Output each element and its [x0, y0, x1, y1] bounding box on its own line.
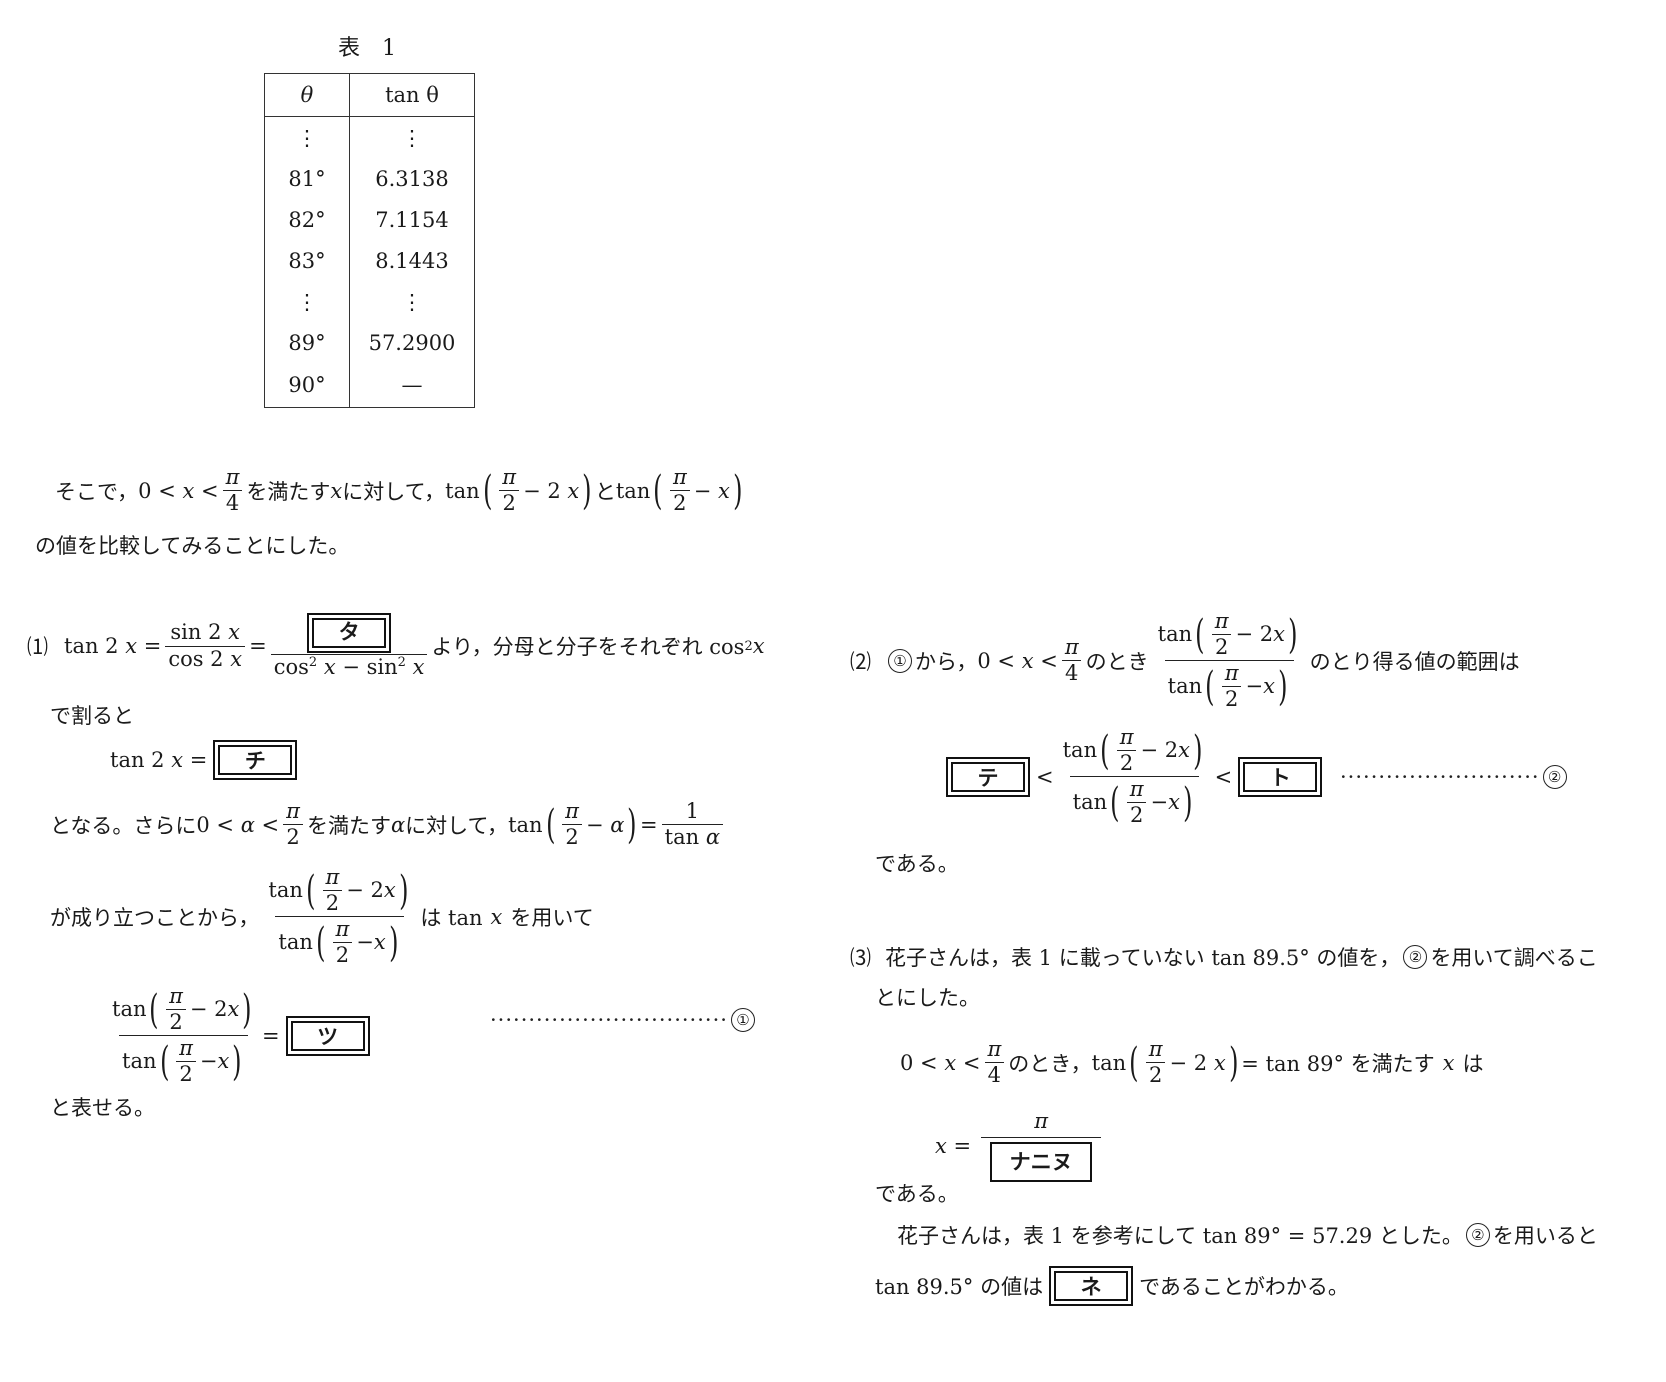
q1-text: に対して， — [405, 813, 509, 838]
table-cell: ⋮ — [264, 281, 350, 322]
answer-box-to[interactable]: ト — [1238, 756, 1323, 797]
answer-box-chi[interactable]: チ — [213, 740, 298, 780]
intro-text: そこで， — [55, 479, 139, 504]
q3-text: は — [1462, 1051, 1484, 1076]
table-cell: 57.2900 — [368, 330, 456, 355]
q3-text: であることがわかる。 — [1139, 1275, 1349, 1299]
q1-text: を満たす — [306, 813, 391, 838]
q3-x-eq: x = π ナニヌ — [935, 1109, 1105, 1183]
answer-box-label: ネ — [1054, 1271, 1129, 1301]
q3-line-1: ⑶ 花子さんは，表 1 に載っていない tan 89.5° の値を， ② を用い… — [850, 942, 1598, 972]
answer-box-ne[interactable]: ネ — [1049, 1266, 1134, 1306]
table-cell: 90° — [264, 363, 350, 408]
eq-ref-1: ·······························① — [490, 1008, 758, 1032]
table-cell: 8.1443 — [375, 248, 449, 273]
answer-box-te[interactable]: テ — [946, 756, 1030, 797]
table-cell: ⋮ — [401, 125, 423, 150]
answer-box-label: タ — [312, 618, 387, 648]
answer-box-label: テ — [951, 761, 1025, 792]
q3-text: を用いると — [1492, 1224, 1598, 1248]
q2-text: から， — [915, 649, 978, 674]
table-row: 90° — — [264, 363, 475, 408]
caption-label: 表 — [338, 36, 361, 61]
intro-text: に対して， — [342, 479, 446, 504]
table-cell: 89° — [264, 322, 350, 363]
intro-line-2: の値を比較してみることにした。 — [35, 534, 350, 558]
ref-circle-2: ② — [1465, 1223, 1490, 1247]
table-cell: — — [401, 373, 423, 397]
header-tan-theta: tan θ — [349, 73, 475, 117]
q3-text: を用いて調べるこ — [1430, 946, 1598, 970]
q3-text: = tan 89° を満たす — [1241, 1051, 1435, 1076]
q1-text: が成り立つことから， — [50, 905, 260, 930]
table-row: 89° 57.2900 — [264, 322, 475, 363]
table-header-row: θ tan θ — [264, 73, 475, 117]
table-cell: ⋮ — [401, 289, 423, 314]
q3-line-2: とにした。 — [875, 986, 980, 1010]
q3-text: tan 89.5° の値は — [875, 1275, 1044, 1299]
table-cell: ⋮ — [264, 116, 350, 158]
table-cell: 81° — [264, 158, 350, 199]
ref-circle-1: ① — [888, 648, 912, 673]
intro-text: を満たす — [246, 479, 331, 504]
q1-text: より，分母と分子をそれぞれ cos — [431, 635, 745, 660]
header-theta: θ — [264, 73, 350, 117]
table-cell: 7.1154 — [375, 207, 449, 232]
q3-dearu: である。 — [875, 1182, 959, 1206]
q1-text: を用いて — [510, 905, 594, 930]
q3-text: のとき， — [1008, 1051, 1092, 1076]
q3-text: 花子さんは，表 1 に載っていない tan 89.5° の値を， — [885, 946, 1401, 970]
q3-label: ⑶ — [850, 946, 871, 970]
answer-box-label: ト — [1243, 761, 1318, 792]
answer-box-tsu[interactable]: ツ — [285, 1015, 370, 1056]
table-cell: 83° — [264, 240, 350, 281]
q1-text: となる。さらに — [50, 813, 197, 838]
answer-box-label: ツ — [290, 1020, 365, 1051]
table-row: 83° 8.1443 — [264, 240, 475, 281]
q1-line-5: と表せる。 — [50, 1096, 155, 1120]
answer-box-label: チ — [218, 745, 293, 775]
answer-box-ta[interactable]: タ — [307, 613, 392, 653]
eq-ref-2: ··························② — [1340, 765, 1570, 789]
q1-text: は tan — [420, 905, 483, 930]
intro-text: と — [594, 479, 616, 504]
table-row: ⋮⋮ — [264, 281, 475, 322]
answer-box-naninu[interactable]: ナニヌ — [990, 1142, 1093, 1183]
q1-line-2: で割ると — [50, 704, 134, 728]
table-cell: 6.3138 — [375, 166, 449, 191]
q2-text: のとき — [1085, 649, 1149, 674]
table-cell: 82° — [264, 199, 350, 240]
ref-circle-2: ② — [1542, 765, 1567, 789]
q2-label: ⑵ — [850, 649, 871, 674]
q3-text: 花子さんは，表 1 を参考にして tan 89° = 57.29 とした。 — [897, 1224, 1463, 1248]
q1-label: ⑴ — [27, 635, 48, 660]
ref-circle-2: ② — [1403, 945, 1428, 969]
q3-last-line: tan 89.5° の値は ネ であることがわかる。 — [875, 1266, 1349, 1306]
table-row: 81° 6.3138 — [264, 158, 475, 199]
q2-text: のとり得る値の範囲は — [1309, 649, 1520, 674]
q1-tan2x-eq: tan 2 x = チ — [110, 740, 303, 780]
answer-box-label: ナニヌ — [1009, 1149, 1073, 1174]
table-row: ⋮⋮ — [264, 116, 475, 158]
tan-table: θ tan θ ⋮⋮ 81°6.3138 82°7.1154 83°8.1443… — [264, 73, 475, 408]
caption-number: 1 — [382, 36, 397, 61]
q3-hanako-line: 花子さんは，表 1 を参考にして tan 89° = 57.29 とした。 ② … — [897, 1220, 1598, 1250]
table-row: 82° 7.1154 — [264, 199, 475, 240]
ref-circle-1: ① — [730, 1008, 755, 1032]
q2-dearu: である。 — [875, 852, 959, 876]
